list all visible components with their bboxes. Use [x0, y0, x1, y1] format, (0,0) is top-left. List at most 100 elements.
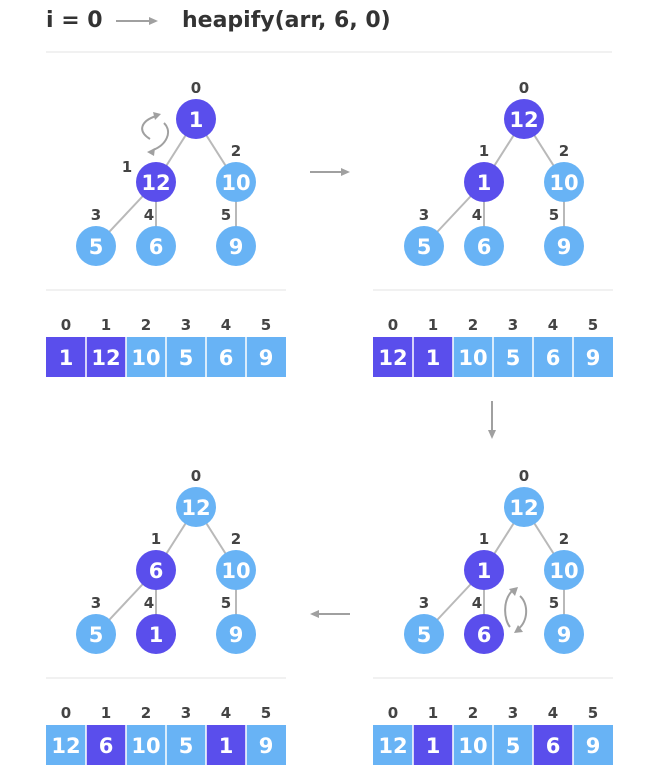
array-cell-box — [46, 725, 86, 765]
array-index-label: 0 — [388, 704, 398, 722]
tree-node-value: 6 — [149, 235, 164, 259]
tree-node: 9 — [216, 226, 256, 266]
array-cell-box — [493, 725, 533, 765]
array-cell: 10 — [46, 316, 86, 377]
array-cell: 95 — [572, 316, 613, 377]
tree-node-value: 12 — [509, 108, 538, 132]
array-index-label: 2 — [141, 316, 151, 334]
array-cell-value: 10 — [131, 346, 160, 370]
tree-node-circle — [216, 550, 256, 590]
node-index-label: 0 — [191, 467, 201, 485]
tree-node-circle — [136, 226, 176, 266]
tree-node-value: 1 — [189, 108, 204, 132]
array-index-label: 0 — [388, 316, 398, 334]
array-index-label: 0 — [61, 316, 71, 334]
array-cell-value: 12 — [378, 346, 407, 370]
array-cell-box — [573, 725, 613, 765]
array-cell-value: 10 — [458, 734, 487, 758]
array-cell-value: 1 — [426, 734, 441, 758]
step-arrow-down-icon — [488, 401, 496, 439]
tree-node-value: 5 — [89, 235, 104, 259]
tree-node: 1 — [136, 614, 176, 654]
array-cell-box — [413, 337, 453, 377]
array-cell-box — [126, 337, 166, 377]
array-index-label: 4 — [221, 704, 231, 722]
array-cell-value: 5 — [179, 734, 194, 758]
array-cell-box — [413, 725, 453, 765]
array-cell-value: 9 — [259, 734, 274, 758]
array-cell-value: 1 — [59, 346, 74, 370]
node-index-label: 3 — [91, 594, 101, 612]
tree-node-circle — [136, 162, 176, 202]
array-cell: 121 — [85, 316, 126, 377]
tree-node: 12 — [504, 99, 544, 139]
array-cell-value: 12 — [51, 734, 80, 758]
array-cell: 95 — [572, 704, 613, 765]
tree-node-value: 12 — [509, 496, 538, 520]
array-cell: 10 2 — [452, 704, 493, 765]
tree-node: 5 — [404, 226, 444, 266]
tree-node-circle — [544, 226, 584, 266]
tree-node: 5 — [76, 614, 116, 654]
tree-node-value: 9 — [557, 623, 572, 647]
node-index-label: 1 — [479, 530, 489, 548]
array-index-label: 1 — [428, 704, 438, 722]
tree-node-circle — [464, 226, 504, 266]
array-cell: 102 — [452, 316, 493, 377]
node-index-label: 1 — [479, 142, 489, 160]
loop-variable-label: i = 0 — [46, 8, 103, 33]
array-cell-box — [126, 725, 166, 765]
array-cell-box — [493, 337, 533, 377]
array-index-label: 2 — [141, 704, 151, 722]
node-index-label: 4 — [144, 594, 154, 612]
node-index-label: 0 — [519, 79, 529, 97]
tree-node: 10 — [544, 550, 584, 590]
tree-node: 12 — [504, 487, 544, 527]
array-cell-value: 9 — [586, 346, 601, 370]
node-index-label: 2 — [559, 530, 569, 548]
node-index-label: 5 — [221, 594, 231, 612]
heapify-call-label: heapify(arr, 6, 0) — [182, 8, 391, 33]
node-index-label: 2 — [231, 142, 241, 160]
tree-node-circle — [404, 226, 444, 266]
node-index-label: 3 — [419, 206, 429, 224]
tree-node-value: 9 — [229, 235, 244, 259]
array-cell: 10 2 — [125, 316, 166, 377]
tree-node-circle — [544, 614, 584, 654]
tree-node: 6 — [464, 614, 504, 654]
array-cell-box — [206, 337, 246, 377]
array-cell: 11 — [412, 704, 453, 765]
array-cell-value: 9 — [259, 346, 274, 370]
tree-node: 9 — [544, 226, 584, 266]
array-index-label: 4 — [221, 316, 231, 334]
swap-arrows-icon — [504, 587, 528, 633]
array-cell-value: 6 — [546, 734, 561, 758]
tree-node-value: 1 — [149, 623, 164, 647]
tree-node-value: 10 — [221, 171, 250, 195]
tree-node: 6 — [136, 550, 176, 590]
array-index-label: 5 — [261, 704, 271, 722]
array-index-label: 2 — [468, 704, 478, 722]
tree-node-circle — [404, 614, 444, 654]
array-index-label: 5 — [588, 704, 598, 722]
array-cell-box — [86, 725, 126, 765]
tree-node-circle — [136, 550, 176, 590]
tree-node-circle — [464, 614, 504, 654]
array-index-label: 3 — [181, 704, 191, 722]
tree-node-circle — [216, 226, 256, 266]
step-arrow-left-icon — [310, 610, 350, 618]
tree-node-circle — [464, 162, 504, 202]
node-index-label: 3 — [91, 206, 101, 224]
tree-node: 1 — [464, 162, 504, 202]
tree-node-circle — [544, 550, 584, 590]
array-cell: 14 — [205, 704, 246, 765]
array-cell-box — [86, 337, 126, 377]
node-index-label: 4 — [144, 206, 154, 224]
array-cell-box — [206, 725, 246, 765]
